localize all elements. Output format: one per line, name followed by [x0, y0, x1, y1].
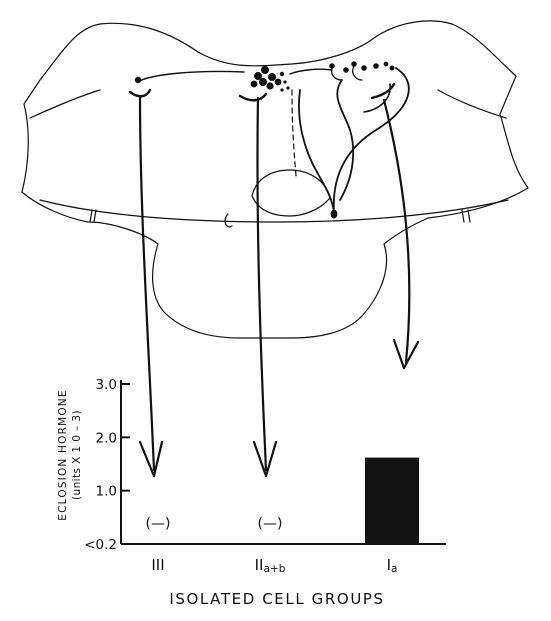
nerve-stump-left: [90, 210, 96, 222]
connecting-tract: [290, 69, 332, 74]
not-detected-label-IIa+b: (—): [258, 516, 283, 532]
not-detected-label-III: (—): [146, 516, 171, 532]
y-tick-label-2: 2.0: [96, 430, 117, 446]
y-axis-title: ECLOSION HORMONE: [57, 389, 69, 520]
arrow-group-III: [140, 96, 154, 470]
arrowhead-group-III: [140, 442, 162, 476]
cell-group-II: [240, 66, 296, 176]
left-optic-lobe: [30, 90, 100, 118]
category-label-IIa+b: IIa+b: [255, 556, 286, 575]
y-tick-label-3: 3.0: [96, 377, 117, 393]
category-label-III: III: [151, 556, 164, 574]
nerve-stump-center: [225, 214, 232, 227]
brain-diagram: [22, 21, 528, 338]
arrow-group-II: [257, 98, 266, 470]
cell-group-III: [130, 71, 244, 96]
isolation-arrows: [140, 96, 418, 476]
y-tick-label-1: 1.0: [96, 484, 117, 500]
lower-brain-margin: [40, 200, 508, 222]
right-optic-lobe: [438, 90, 506, 118]
brain-outline: [22, 21, 528, 338]
figure-caption: ISOLATED CELL GROUPS: [169, 590, 384, 608]
category-label-Ia: Ia: [387, 556, 398, 575]
arrow-group-I: [384, 100, 409, 362]
y-tick-label-0: <0.2: [84, 537, 117, 553]
bar-Ia: [365, 458, 419, 544]
esophageal-foramen: [252, 170, 330, 216]
y-axis-units: (units X 1 0 – 3): [71, 410, 83, 500]
eclosion-hormone-chart: <0.2 1.0 2.0 3.0 (—) (—) III IIa+b Ia ECLOSION…: [57, 377, 446, 575]
